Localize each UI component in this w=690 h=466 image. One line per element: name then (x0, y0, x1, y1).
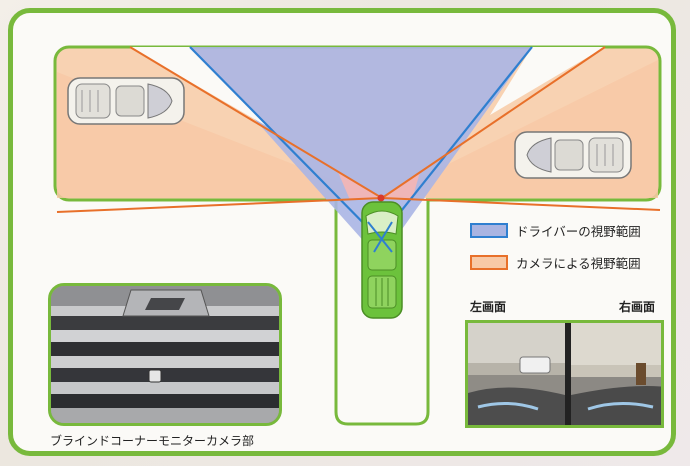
emblem-icon (145, 298, 185, 310)
legend-driver: ドライバーの視野範囲 (470, 221, 641, 240)
left-car (67, 77, 185, 125)
legend-camera-label: カメラによる視野範囲 (516, 256, 641, 271)
driver-line-left (189, 46, 391, 251)
camera-photo (48, 283, 282, 426)
camera-lens-icon (148, 369, 162, 383)
legend-camera: カメラによる視野範囲 (470, 253, 641, 272)
camera-line-right-bottom (381, 197, 661, 211)
blind-area-right (490, 47, 605, 115)
grille-photo (51, 286, 279, 423)
own-car (361, 201, 403, 319)
left-screen-label: 左画面 (470, 300, 507, 314)
legend-driver-swatch (470, 223, 508, 238)
photo-caption: ブラインドコーナーモニターカメラ部 (50, 434, 255, 448)
camera-point (377, 194, 385, 202)
driver-view-area (190, 47, 532, 246)
legend-driver-label: ドライバーの視野範囲 (516, 224, 641, 239)
legend-camera-swatch (470, 255, 508, 270)
monitor-image (468, 323, 661, 425)
camera-line-left-top (129, 46, 383, 199)
driver-line-car-right (373, 221, 393, 253)
camera-line-left-bottom (56, 197, 383, 213)
monitor-display (465, 320, 664, 428)
camera-line-right-top (381, 46, 606, 199)
right-car (514, 131, 632, 179)
right-screen-label: 右画面 (619, 300, 656, 314)
driver-line-car-left (367, 221, 393, 253)
